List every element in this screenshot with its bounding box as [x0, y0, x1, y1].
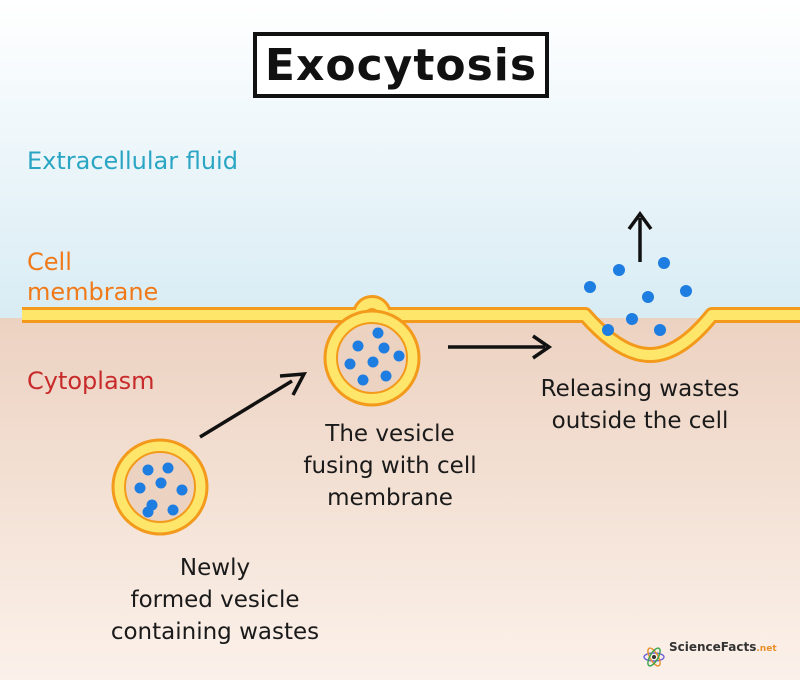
fusing-vesicle — [323, 309, 421, 407]
caption-line: Newly — [179, 555, 251, 581]
caption-releasing-wastes: Releasing wastes outside the cell — [505, 373, 775, 437]
atom-logo-icon — [643, 647, 665, 667]
logo-brand-name: ScienceFacts — [669, 640, 757, 654]
caption-new-vesicle: Newly formed vesicle containing wastes — [95, 552, 335, 648]
caption-line: The vesicle — [325, 421, 455, 447]
logo-brand: ScienceFacts.net — [669, 640, 777, 654]
label-cell-membrane-line2: membrane — [27, 278, 159, 306]
label-cell-membrane-line1: Cell — [27, 248, 72, 276]
label-cell-membrane: Cell membrane — [27, 247, 158, 307]
caption-fusing-vesicle: The vesicle fusing with cell membrane — [270, 418, 510, 514]
arrow-fusing-to-release — [448, 334, 553, 360]
sciencefacts-logo: ScienceFacts.net — [642, 640, 777, 654]
arrow-release-upward — [627, 211, 653, 262]
caption-line: containing wastes — [110, 619, 320, 645]
fusing-vesicle-waste-particles — [344, 327, 405, 386]
arrow-vesicle-to-membrane — [199, 371, 308, 439]
page-title: Exocytosis — [253, 32, 549, 98]
released-waste-particles — [584, 257, 692, 336]
cell-membrane-fill — [22, 298, 800, 360]
new-vesicle — [111, 438, 209, 536]
label-extracellular-fluid: Extracellular fluid — [27, 147, 238, 175]
caption-line: formed vesicle — [130, 587, 300, 613]
caption-line: outside the cell — [551, 408, 729, 434]
label-cytoplasm: Cytoplasm — [27, 367, 155, 395]
new-vesicle-waste-particles — [134, 462, 188, 518]
caption-line: fusing with cell — [303, 453, 477, 479]
caption-line: membrane — [327, 485, 453, 511]
caption-line: Releasing wastes — [540, 376, 740, 402]
logo-suffix: .net — [756, 644, 777, 654]
